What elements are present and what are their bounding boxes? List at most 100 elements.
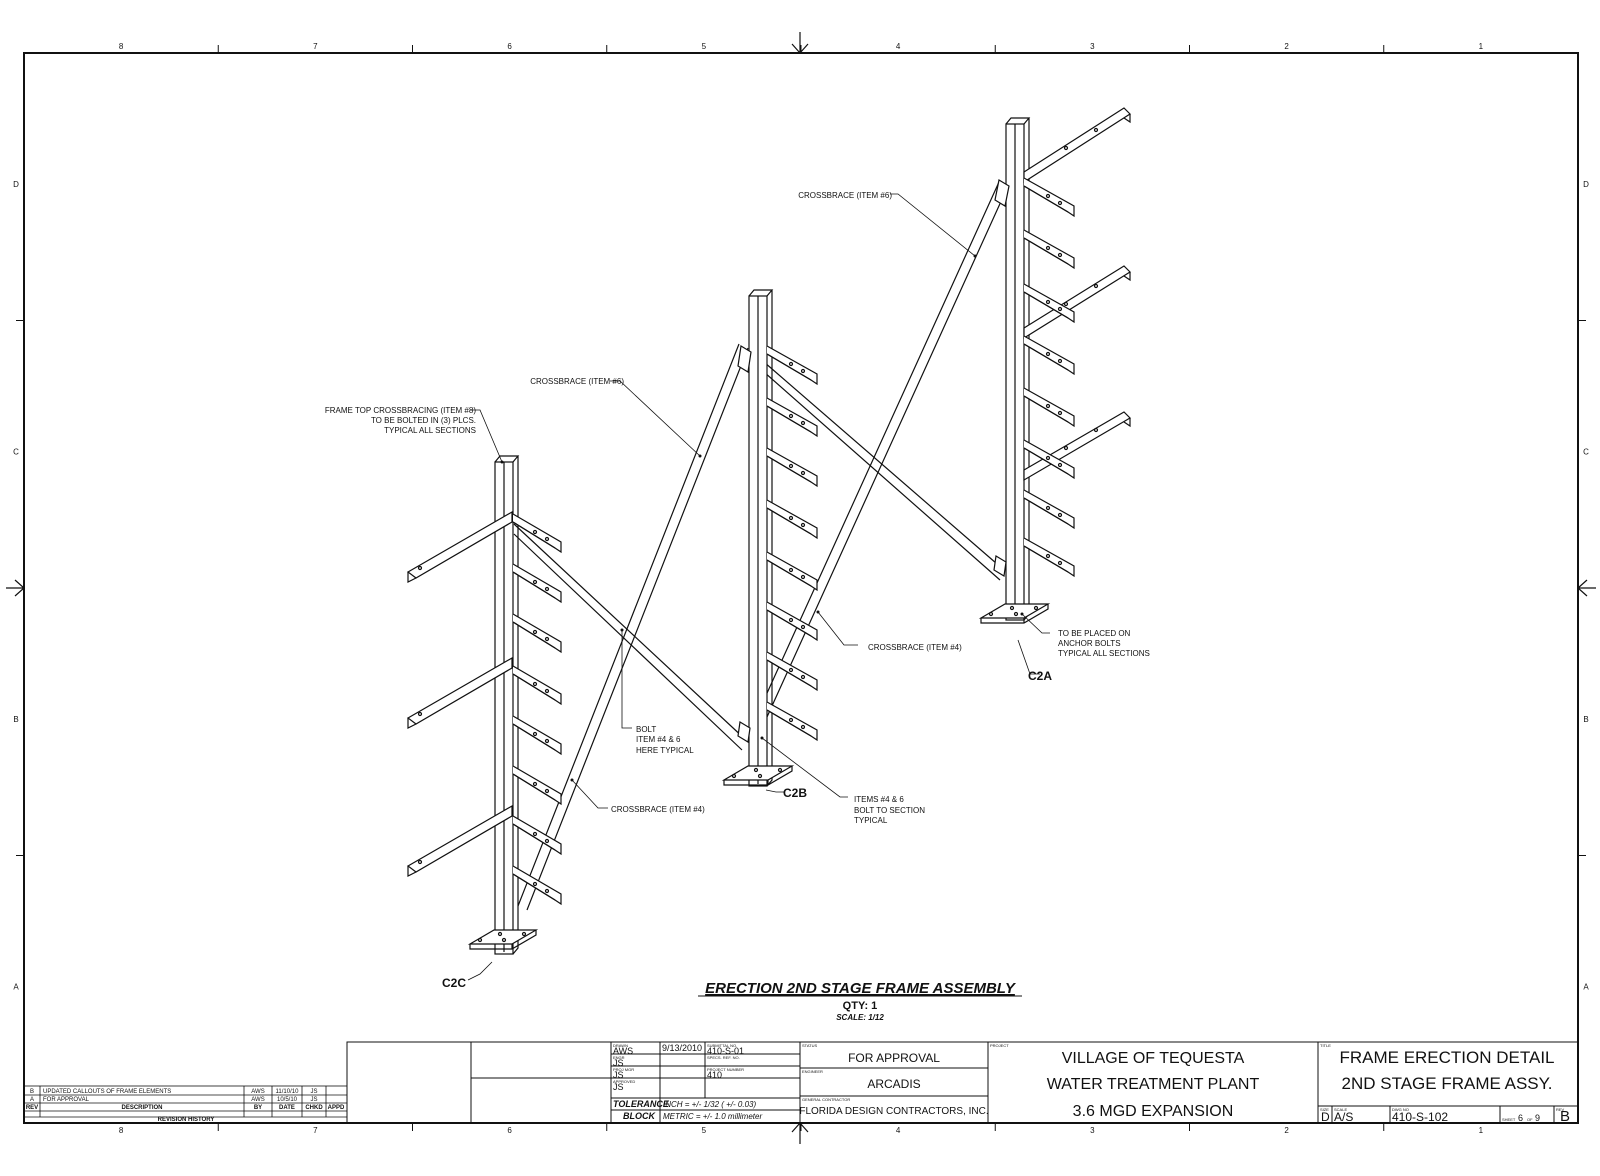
tb-metric: METRIC = +/- 1.0 millimeter [663, 1112, 762, 1121]
c2b-rungs [766, 345, 818, 742]
tb-status: FOR APPROVAL [848, 1051, 940, 1065]
callout-bolt-1: BOLT [636, 725, 656, 734]
rev-row-2-chkd: JS [310, 1097, 317, 1103]
rung-hole [1057, 252, 1063, 258]
callout-bolt-2: ITEM #4 & 6 [636, 735, 681, 744]
callout-items-2: BOLT TO SECTION [854, 806, 925, 815]
rung-edge [512, 571, 556, 599]
label-c2c: C2C [442, 976, 466, 990]
zone-row-label: D [13, 180, 19, 189]
tb-dwg: 410-S-102 [1392, 1110, 1448, 1124]
zone-column-label: 1 [1479, 1126, 1484, 1135]
tb-engr: JS [613, 1058, 624, 1068]
zone-column-label: 2 [1284, 42, 1289, 51]
rung-hole [1057, 462, 1063, 468]
rung-hole [1045, 245, 1051, 251]
zone-column-label: 4 [896, 42, 901, 51]
rung-hole [532, 831, 538, 837]
rev-caption: REVISION HISTORY [158, 1117, 215, 1123]
tb-drawn: AWS [613, 1046, 633, 1056]
tb-gc-label: GENERAL CONTRACTOR [802, 1097, 850, 1102]
zone-column-label: 4 [896, 1126, 901, 1135]
tb-appr-label: APPROVED [613, 1079, 635, 1084]
rung-hole [544, 586, 550, 592]
rev-row-1-by: AWS [251, 1089, 264, 1095]
rung-hole [1057, 358, 1063, 364]
center-mark-bottom [791, 1122, 809, 1144]
tb-inch: INCH = +/- 1/32 ( +/- 0.03) [663, 1100, 756, 1109]
zone-row-label: C [13, 447, 19, 456]
title-block-text: DRAWN AWS 9/13/2010 SUBMITTAL NO. 410-S-… [613, 1043, 1570, 1125]
rung-hole [1045, 455, 1051, 461]
crossbrace-item6-left [517, 343, 749, 911]
rung-hole [532, 629, 538, 635]
zone-row-label: B [1583, 715, 1588, 724]
rung-hole [1045, 505, 1051, 511]
revision-text: B UPDATED CALLOUTS OF FRAME ELEMENTS AWS… [26, 1089, 345, 1123]
tb-scale: A/S [1334, 1110, 1353, 1124]
tb-scale-label: SCALE [1334, 1107, 1347, 1112]
label-c2a: C2A [1028, 669, 1052, 683]
crossbrace-item4-right [763, 361, 1005, 581]
revision-block [23, 1085, 348, 1124]
rung-hole [544, 688, 550, 694]
crossbrace-item4-left [513, 523, 747, 751]
tb-size-label: SIZE [1320, 1107, 1329, 1112]
tb-spec-label: SPECS. REF. NO. [707, 1055, 740, 1060]
callout-frame-top-2: TO BE BOLTED IN (3) PLCS. [371, 416, 476, 425]
rung-arm [512, 563, 562, 604]
drawing-scale: SCALE: 1/12 [836, 1013, 884, 1022]
tb-sheets: 9 [1535, 1113, 1540, 1123]
rung-edge [766, 405, 812, 433]
rev-row-1-desc: UPDATED CALLOUTS OF FRAME ELEMENTS [43, 1089, 171, 1095]
rung-hole [1045, 299, 1051, 305]
tb-mgr: JS [613, 1070, 624, 1080]
rung-hole [532, 781, 538, 787]
rung-hole [1045, 193, 1051, 199]
zone-column-label: 8 [119, 1126, 124, 1135]
callout-crossbrace6-a: CROSSBRACE (ITEM #6) [530, 377, 624, 386]
rung-hole [788, 463, 794, 469]
rung-hole [1057, 560, 1063, 566]
rung-hole [800, 470, 806, 476]
rung-hole [788, 361, 794, 367]
callout-crossbrace4-b: CROSSBRACE (ITEM #4) [611, 805, 705, 814]
rung-edge [1023, 343, 1069, 371]
zone-row-label: C [1583, 447, 1589, 456]
zone-column-label: 5 [702, 1126, 707, 1135]
rung-hole [800, 674, 806, 680]
callout-crossbrace4-a: CROSSBRACE (ITEM #4) [868, 643, 962, 652]
rung-hole [544, 738, 550, 744]
rung-edge [766, 659, 812, 687]
zone-column-label: 1 [1479, 42, 1484, 51]
zone-row-label: D [1583, 180, 1589, 189]
zone-column-label: 7 [313, 42, 318, 51]
rev-header-by: BY [254, 1105, 262, 1111]
rung-arm [512, 815, 562, 856]
rung-hole [800, 420, 806, 426]
tb-drawn-label: DRAWN [613, 1043, 628, 1048]
bolt-plate-c2a-low [993, 555, 1007, 577]
callout-anchor-2: ANCHOR BOLTS [1058, 639, 1121, 648]
leader-lines [467, 193, 1050, 981]
rung-hole [544, 888, 550, 894]
rev-header-rev: REV [26, 1105, 38, 1111]
zone-column-label: 5 [702, 42, 707, 51]
zone-column-label: 7 [313, 1126, 318, 1135]
tb-gc: FLORIDA DESIGN CONTRACTORS, INC. [799, 1106, 988, 1117]
tb-proj-label: PROJECT NUMBER [707, 1067, 744, 1072]
tb-status-label: STATUS [802, 1043, 818, 1048]
rung-arm [512, 613, 562, 654]
label-c2b: C2B [783, 786, 807, 800]
tb-title-1: FRAME ERECTION DETAIL [1339, 1048, 1554, 1067]
tb-tol-1: TOLERANCE [613, 1099, 670, 1109]
column-c2b [721, 289, 795, 787]
rung-hole [532, 681, 538, 687]
tb-rev: B [1560, 1108, 1570, 1125]
tb-sub-label: SUBMITTAL NO. [707, 1043, 737, 1048]
rung-hole [800, 574, 806, 580]
zone-ticks [16, 45, 1586, 1131]
leader-dots [500, 254, 1024, 782]
